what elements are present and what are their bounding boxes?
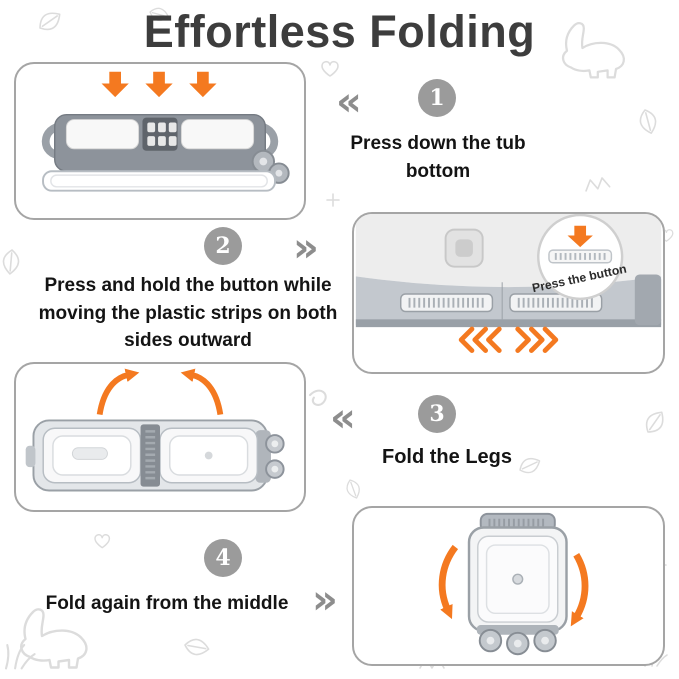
slide-out-chevrons-icon [458,326,559,353]
step-1-text: Press down the tub bottom [350,133,526,182]
press-down-arrows-icon [101,71,217,98]
step-4-image-panel [352,506,665,666]
folded-tub-top-illustration [25,419,285,492]
step-2-image-panel: Press the button [352,212,665,374]
folded-tub-standing [467,512,568,656]
step-3-image-panel [14,362,306,512]
step-1-image-panel [14,62,306,220]
fold-down-arrows-icon [438,544,589,627]
step-2-text: Press and hold the button while moving t… [38,275,338,352]
step-4-text: Fold again from the middle [45,593,289,614]
chevrons-left-icon: « [336,79,362,125]
folded-standing-illustration [438,512,589,656]
open-tub-illustration [41,113,290,192]
folded-flat-illustration [25,368,285,492]
step-1-badge: 1 [418,79,456,117]
chevrons-left-icon: « [330,395,356,441]
page-title: Effortless Folding [143,6,536,57]
step-4-badge: 4 [204,539,242,577]
tub-press-down-illustration [41,71,290,192]
chevrons-right-icon: » [293,225,319,271]
button-closeup-illustration: Press the button [355,214,662,353]
magnifier-callout: Press the button [531,214,628,301]
step-2-badge: 2 [204,227,242,265]
step-3-text: Fold the Legs [382,446,512,468]
fold-up-arrows-icon [96,368,224,416]
chevrons-right-icon: » [312,577,338,623]
step-3-badge: 3 [418,395,456,433]
press-arrow-icon [567,225,593,248]
